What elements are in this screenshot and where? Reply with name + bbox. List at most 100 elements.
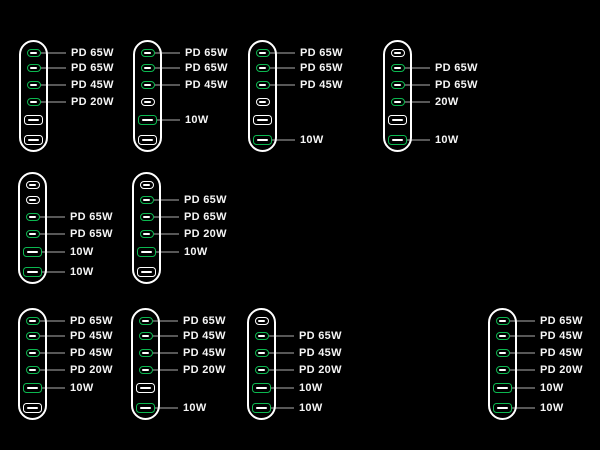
charger-body (131, 308, 160, 420)
port-wattage-label: PD 65W (70, 227, 113, 240)
connector-line (38, 369, 65, 371)
connector-line (267, 335, 294, 337)
port-pin-dash (259, 84, 266, 86)
usb-c-port (139, 230, 154, 238)
usb-a-port (253, 114, 272, 126)
connector-line (267, 407, 294, 409)
charger-body (247, 308, 276, 420)
port-pin-dash (27, 386, 38, 390)
port-pin-dash (144, 67, 151, 69)
charger-body (248, 40, 277, 152)
port-pin-dash (256, 386, 267, 390)
port-pin-dash (497, 406, 508, 410)
port-wattage-label: PD 65W (540, 314, 583, 327)
usb-c-port (254, 366, 269, 374)
port-wattage-label: PD 45W (183, 329, 226, 342)
connector-line (38, 352, 65, 354)
usb-c-port (255, 81, 270, 89)
charger-body (18, 172, 47, 284)
port-pin-dash (499, 335, 506, 337)
port-pin-dash (30, 84, 37, 86)
charger-body (488, 308, 517, 420)
usb-c-port (139, 213, 154, 221)
port-wattage-label: 10W (70, 381, 94, 394)
connector-line (508, 387, 535, 389)
port-wattage-label: PD 20W (70, 363, 113, 376)
usb-c-port (139, 181, 154, 189)
connector-line (508, 407, 535, 409)
port-pin-dash (29, 233, 36, 235)
connector-line (39, 84, 66, 86)
port-pin-dash (258, 369, 265, 371)
port-pin-dash (144, 101, 151, 103)
usb-c-port (390, 64, 405, 72)
port-pin-dash (257, 118, 268, 122)
port-wattage-label: PD 45W (300, 78, 343, 91)
port-wattage-label: PD 65W (184, 210, 227, 223)
port-wattage-label: PD 65W (183, 314, 226, 327)
usb-a-port (24, 134, 43, 146)
port-wattage-label: 10W (70, 245, 94, 258)
port-wattage-label: PD 45W (70, 346, 113, 359)
connector-line (152, 216, 179, 218)
port-pin-dash (141, 270, 152, 274)
port-wattage-label: PD 65W (70, 210, 113, 223)
port-wattage-label: PD 45W (540, 346, 583, 359)
connector-line (38, 251, 65, 253)
connector-line (39, 52, 66, 54)
port-pin-dash (143, 233, 150, 235)
port-wattage-label: PD 20W (540, 363, 583, 376)
connector-line (508, 352, 535, 354)
port-pin-dash (259, 67, 266, 69)
port-wattage-label: PD 65W (184, 193, 227, 206)
port-wattage-label: PD 45W (183, 346, 226, 359)
connector-line (267, 352, 294, 354)
port-wattage-label: 10W (183, 401, 207, 414)
usb-a-port (388, 134, 407, 146)
port-wattage-label: 10W (70, 265, 94, 278)
connector-line (38, 233, 65, 235)
connector-line (39, 67, 66, 69)
usb-c-port (26, 81, 41, 89)
port-wattage-label: PD 45W (185, 78, 228, 91)
usb-a-port (137, 266, 156, 278)
port-pin-dash (29, 352, 36, 354)
usb-a-port (23, 402, 42, 414)
usb-c-port (25, 196, 40, 204)
port-wattage-label: PD 65W (299, 329, 342, 342)
port-pin-dash (29, 199, 36, 201)
port-pin-dash (392, 118, 403, 122)
port-pin-dash (143, 184, 150, 186)
port-pin-dash (29, 216, 36, 218)
port-pin-dash (141, 250, 152, 254)
port-pin-dash (499, 352, 506, 354)
usb-a-port (138, 114, 157, 126)
charger-body (132, 172, 161, 284)
port-pin-dash (29, 320, 36, 322)
usb-c-port (25, 181, 40, 189)
connector-line (403, 139, 430, 141)
usb-c-port (254, 317, 269, 325)
usb-a-port (253, 134, 272, 146)
usb-c-port (25, 366, 40, 374)
port-pin-dash (259, 52, 266, 54)
port-pin-dash (499, 369, 506, 371)
usb-c-port (495, 332, 510, 340)
connector-line (268, 139, 295, 141)
usb-c-port (25, 317, 40, 325)
port-pin-dash (142, 320, 149, 322)
port-pin-dash (142, 369, 149, 371)
port-pin-dash (30, 101, 37, 103)
port-pin-dash (144, 52, 151, 54)
usb-c-port (495, 366, 510, 374)
port-wattage-label: PD 45W (70, 329, 113, 342)
port-pin-dash (140, 386, 151, 390)
usb-c-port (139, 196, 154, 204)
usb-c-port (140, 49, 155, 57)
port-wattage-label: PD 65W (185, 61, 228, 74)
